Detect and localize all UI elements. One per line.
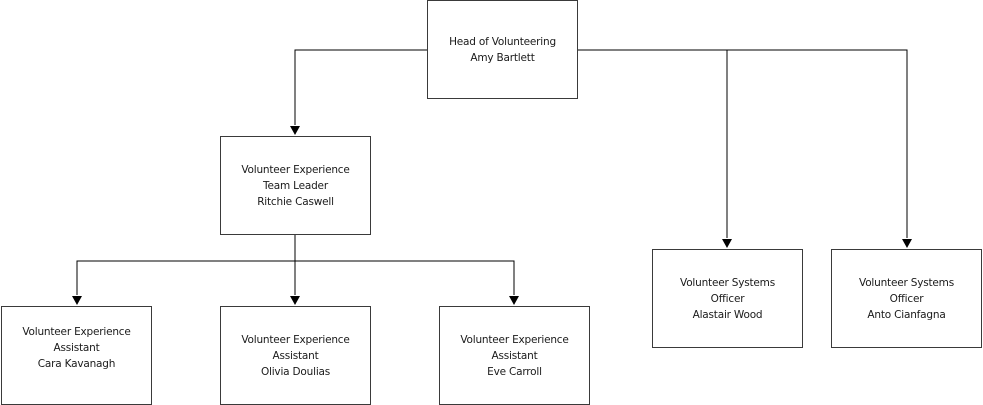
- node-person: Anto Cianfagna: [867, 308, 946, 321]
- node-title: Volunteer Experience: [460, 333, 569, 346]
- node-assistant-cara: Volunteer Experience Assistant Cara Kava…: [1, 306, 152, 405]
- node-person: Cara Kavanagh: [37, 358, 116, 370]
- connector-head-to-leader: [294, 49, 427, 125]
- node-title: Head of Volunteering: [449, 35, 556, 48]
- node-head-of-volunteering: Head of Volunteering Amy Bartlett: [427, 0, 578, 99]
- node-title: Volunteer Experience: [241, 163, 350, 176]
- node-role: Officer: [710, 292, 745, 305]
- node-title: Volunteer Systems: [680, 276, 775, 289]
- node-title: Volunteer Experience: [241, 333, 350, 346]
- node-person: Amy Bartlett: [470, 51, 535, 64]
- node-role: Assistant: [272, 349, 319, 362]
- node-assistant-olivia: Volunteer Experience Assistant Olivia Do…: [220, 306, 371, 405]
- connector-head-to-systems: [578, 49, 908, 238]
- arrowhead-leader: [290, 126, 300, 135]
- node-role: Officer: [889, 292, 924, 305]
- arrowhead-asst1: [72, 296, 82, 305]
- connector-leader-bus: [76, 260, 515, 295]
- arrowhead-asst2: [290, 296, 300, 305]
- node-role: Assistant: [53, 342, 100, 354]
- node-title: Volunteer Experience: [22, 326, 131, 338]
- node-role: Team Leader: [263, 179, 328, 192]
- node-person: Olivia Doulias: [260, 365, 331, 378]
- arrowhead-sys1: [722, 239, 732, 248]
- node-person: Eve Carroll: [487, 365, 542, 378]
- node-systems-officer-anto: Volunteer Systems Officer Anto Cianfagna: [831, 249, 982, 348]
- node-role: Assistant: [491, 349, 538, 362]
- node-assistant-eve: Volunteer Experience Assistant Eve Carro…: [439, 306, 590, 405]
- node-systems-officer-alastair: Volunteer Systems Officer Alastair Wood: [652, 249, 803, 348]
- arrowhead-asst3: [509, 296, 519, 305]
- node-person: Alastair Wood: [692, 308, 763, 321]
- node-title: Volunteer Systems: [859, 276, 954, 289]
- arrowhead-sys2: [902, 239, 912, 248]
- node-person: Ritchie Caswell: [257, 195, 334, 208]
- node-team-leader: Volunteer Experience Team Leader Ritchie…: [220, 136, 371, 235]
